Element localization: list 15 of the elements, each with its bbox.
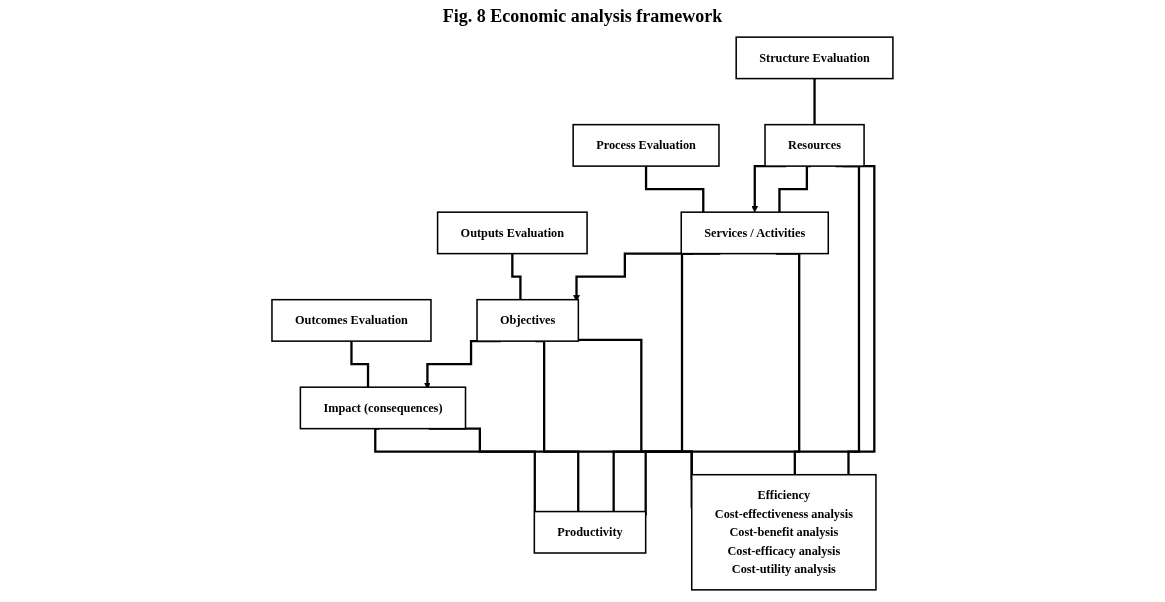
- node-box: Process Evaluation: [572, 123, 720, 167]
- node-box: Services / Activities: [680, 211, 830, 255]
- node-box: Objectives: [476, 298, 580, 342]
- connector: [350, 340, 370, 388]
- connector: [511, 252, 522, 300]
- node-box: Outputs Evaluation: [436, 211, 588, 255]
- diagram-title: Fig. 8 Economic analysis framework: [441, 6, 724, 27]
- node-box: Productivity: [533, 510, 647, 554]
- node-box: Structure Evaluation: [735, 36, 894, 80]
- node-box: Efficiency Cost-effectiveness analysis Cost-benefit analysis Cost-efficacy analysis Cost-utility analysis: [691, 473, 877, 591]
- connector: [374, 427, 536, 512]
- connector: [813, 77, 816, 125]
- node-box: Impact (consequences): [299, 386, 467, 430]
- node-box: Resources: [764, 123, 865, 167]
- node-box: Outcomes Evaluation: [271, 298, 432, 342]
